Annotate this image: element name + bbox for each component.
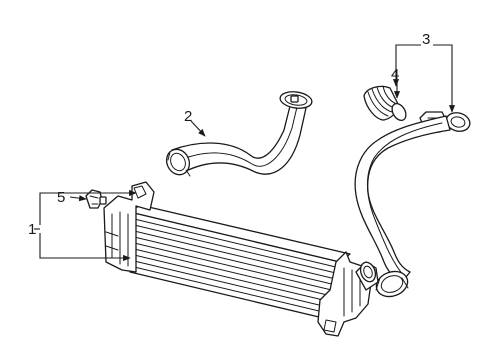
callout-5: 5 <box>57 189 65 206</box>
callout-1: 1 <box>28 221 36 238</box>
callout-2: 2 <box>184 108 192 125</box>
intercooler <box>103 181 379 337</box>
leader-lines <box>34 44 456 262</box>
callout-4: 4 <box>391 66 399 83</box>
outlet-pipe-assembly <box>354 111 471 298</box>
boot <box>363 85 407 122</box>
sensor <box>85 189 107 209</box>
intake-hose <box>165 91 313 177</box>
callout-3: 3 <box>422 31 430 48</box>
